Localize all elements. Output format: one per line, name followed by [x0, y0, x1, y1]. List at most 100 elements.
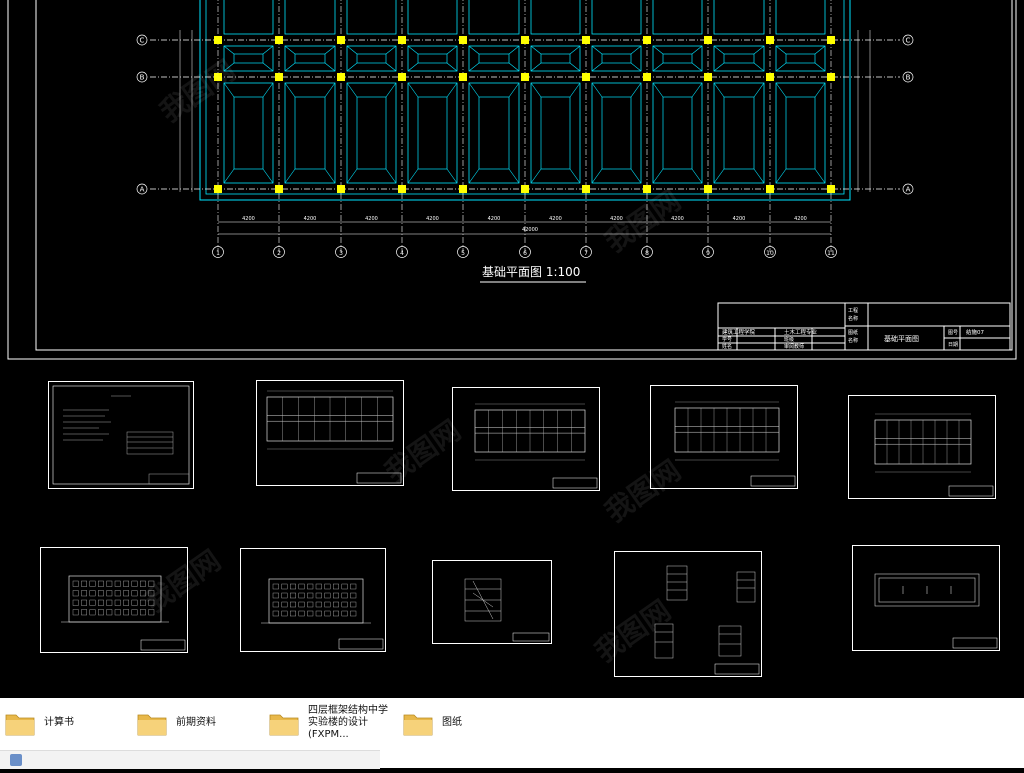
folder-item-drawings[interactable]: 图纸 — [402, 706, 462, 740]
column-marker — [337, 73, 345, 81]
column-marker — [275, 185, 283, 193]
column-marker — [398, 73, 406, 81]
file-label: 图纸 — [442, 717, 462, 728]
file-label: 计算书 — [44, 717, 74, 728]
tb-row-3: 审阅教师 — [784, 343, 804, 350]
column-marker — [582, 185, 590, 193]
sheet-preview — [474, 403, 598, 489]
span-label: 4200 — [733, 216, 746, 222]
folder-icon — [5, 714, 35, 736]
tb-right-1: 日期 — [948, 342, 958, 348]
folder-icon — [269, 714, 299, 736]
span-label: 4200 — [304, 216, 317, 222]
folder-item-preliminary[interactable]: 前期资料 — [136, 706, 216, 740]
sheet-thumbnail-section[interactable] — [432, 560, 552, 644]
sheet-thumbnail-floor-plan-2[interactable] — [452, 387, 600, 491]
tb-mid-0: 工程 — [848, 307, 858, 314]
tb-row-2: 班级 — [784, 336, 794, 343]
axis-letter: C — [906, 37, 911, 45]
sheet-preview — [654, 565, 760, 675]
file-label: 前期资料 — [176, 717, 216, 728]
sheet-preview — [261, 578, 384, 650]
column-marker — [766, 185, 774, 193]
axis-number: 5 — [461, 250, 465, 257]
app-icon — [10, 754, 22, 766]
sheet-thumbnail-floor-plan-1[interactable] — [256, 380, 404, 486]
folder-icon — [137, 714, 167, 736]
axis-number: 9 — [706, 250, 710, 257]
axis-number: 1 — [216, 250, 220, 257]
column-marker — [827, 36, 835, 44]
column-marker — [521, 73, 529, 81]
span-label: 4200 — [242, 216, 255, 222]
column-marker — [398, 185, 406, 193]
column-marker — [214, 73, 222, 81]
sheet-thumbnail-stair-details[interactable] — [614, 551, 762, 677]
axis-number: 4 — [400, 250, 404, 257]
drawing-no: 结施07 — [966, 328, 984, 336]
axis-letter: A — [140, 186, 145, 194]
axis-letter: B — [140, 74, 145, 82]
axis-letter: A — [906, 186, 911, 194]
school-name: 建筑工程学院 — [722, 328, 756, 336]
sheet-thumbnail-floor-plan-4[interactable] — [848, 395, 996, 499]
axis-number: 10 — [766, 250, 774, 257]
title-block — [717, 302, 1011, 351]
sheet-thumbnail-floor-plan-3[interactable] — [650, 385, 798, 489]
sheet-preview — [266, 390, 402, 484]
plan-grid — [199, 0, 851, 201]
sheet-thumbnail-elevation-2[interactable] — [240, 548, 386, 652]
sheet-thumbnail-elevation-1[interactable] — [40, 547, 188, 653]
column-marker — [704, 36, 712, 44]
column-marker — [337, 36, 345, 44]
span-label: 4200 — [671, 216, 684, 222]
column-marker — [643, 185, 651, 193]
column-marker — [459, 185, 467, 193]
sheet-preview — [874, 413, 994, 497]
axis-number: 2 — [277, 250, 281, 257]
sheet-preview — [874, 573, 998, 649]
column-marker — [398, 36, 406, 44]
file-list: 计算书 前期资料 四层框架结构中学实验楼的设计 (FXPM... 图纸 — [0, 698, 1024, 748]
span-label: 4200 — [549, 216, 562, 222]
folder-icon — [403, 714, 433, 736]
column-marker — [214, 185, 222, 193]
column-marker — [704, 185, 712, 193]
column-marker — [275, 73, 283, 81]
axis-number: 11 — [827, 250, 835, 257]
column-marker — [827, 185, 835, 193]
column-marker — [582, 73, 590, 81]
axis-letter: B — [906, 74, 911, 82]
sheet-preview — [674, 401, 796, 487]
folder-item-calculation[interactable]: 计算书 — [4, 706, 74, 740]
sheet-preview — [61, 575, 186, 651]
column-marker — [704, 73, 712, 81]
foundation-plan-drawing: 基础平面图 1:100 建筑工程学院 土木工程专业 基础平面图 结施07 学号 … — [0, 0, 1024, 375]
axis-number: 6 — [523, 250, 527, 257]
column-marker — [643, 36, 651, 44]
column-marker — [275, 36, 283, 44]
axis-number: 3 — [339, 250, 343, 257]
tb-mid-1: 名称 — [848, 315, 858, 322]
span-label: 4200 — [794, 216, 807, 222]
column-marker — [459, 36, 467, 44]
file-label: 四层框架结构中学实验楼的设计 (FXPM... — [308, 705, 388, 740]
drawing-name: 基础平面图 — [884, 334, 919, 343]
sheet-thumbnail-roof-plan[interactable] — [852, 545, 1000, 651]
axis-number: 7 — [584, 250, 588, 257]
column-marker — [766, 36, 774, 44]
tb-row-0: 学号 — [722, 336, 732, 343]
column-marker — [459, 73, 467, 81]
bottom-bar — [0, 750, 380, 769]
sheet-thumbnail-design-notes[interactable] — [48, 381, 194, 489]
column-marker — [337, 185, 345, 193]
axis-number: 8 — [645, 250, 649, 257]
file-item-design[interactable]: 四层框架结构中学实验楼的设计 (FXPM... — [268, 705, 396, 740]
tb-mid-3: 名称 — [848, 337, 858, 344]
span-label: 4200 — [365, 216, 378, 222]
column-marker — [521, 185, 529, 193]
column-marker — [521, 36, 529, 44]
tb-right-0: 图号 — [948, 330, 958, 336]
total-length: 42000 — [522, 227, 538, 233]
